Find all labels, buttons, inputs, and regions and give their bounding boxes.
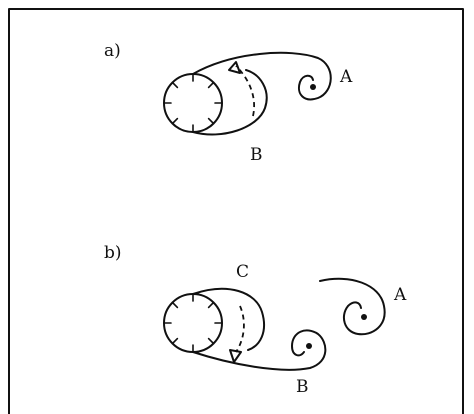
- panel-b-lower-shear-layer: [192, 329, 327, 371]
- panel-a-vortex-a-label: A: [339, 67, 353, 87]
- panel-b-label: b): [104, 243, 122, 263]
- panel-b-vortex-a-spiral: [319, 277, 386, 336]
- panel-b-cylinder: [163, 293, 223, 353]
- panel-a-lower-shear-layer: [192, 69, 268, 136]
- panel-a-vortex-b-label: B: [250, 145, 263, 165]
- panel-a-label: a): [104, 41, 121, 61]
- panel-a-arrowhead: [228, 61, 241, 74]
- panel-b-vortex-b-core: [306, 343, 312, 349]
- panel-a-cylinder: [163, 73, 223, 133]
- panel-b-vortex-a-label: A: [393, 285, 407, 305]
- panel-b-vortex-b-label: B: [296, 377, 309, 397]
- panel-b-upper-shear-layer: [192, 287, 266, 351]
- panel-a-upper-shear-layer: [192, 51, 332, 101]
- panel-b: b) C A B: [104, 243, 407, 397]
- panel-a: a) A B: [104, 41, 353, 165]
- panel-a-recirculation-dashed: [235, 65, 255, 117]
- figure-frame: [8, 8, 464, 414]
- panel-b-arrowhead: [229, 349, 242, 363]
- panel-b-recirculation-dashed: [235, 305, 245, 353]
- panel-b-vortex-a-core: [361, 314, 367, 320]
- panel-a-vortex-a-core: [310, 84, 316, 90]
- panel-b-vortex-c-label: C: [236, 262, 249, 282]
